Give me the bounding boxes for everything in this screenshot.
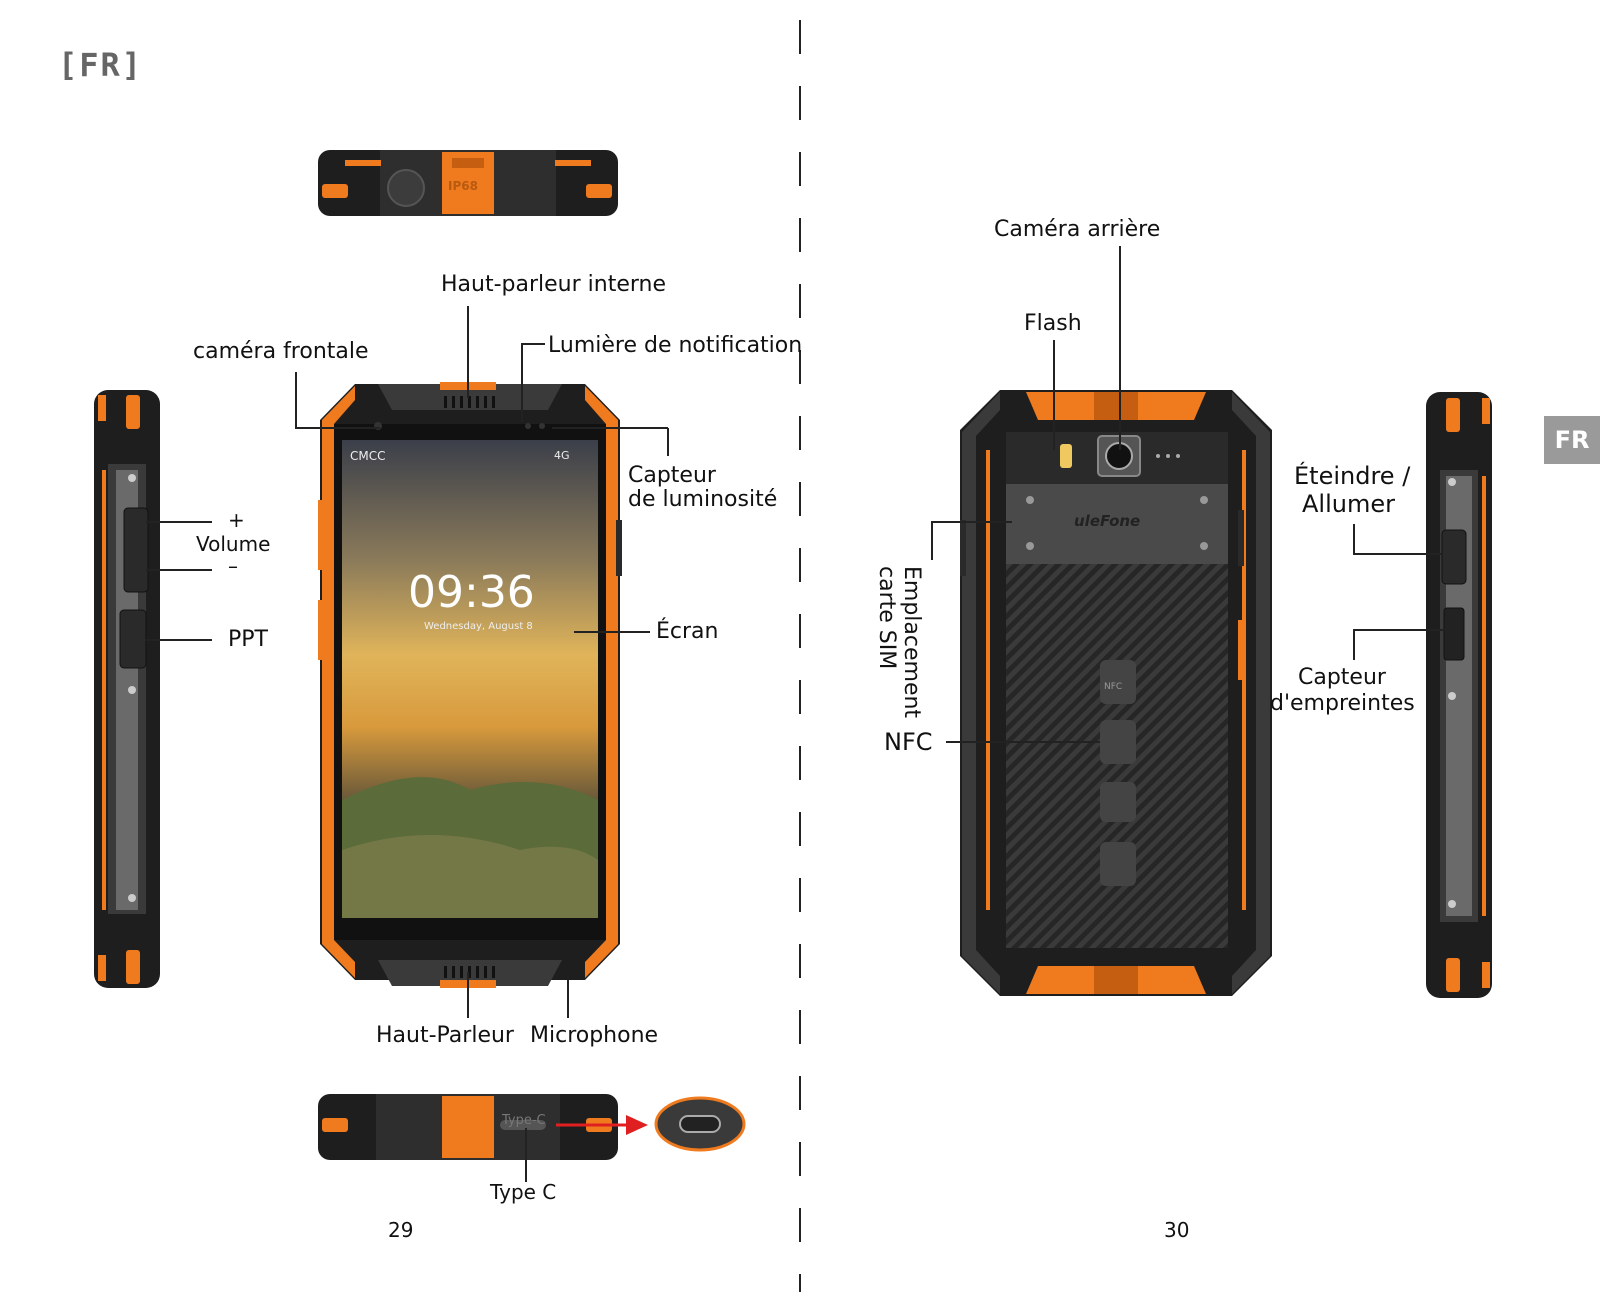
label-usb-type-c: Type C (490, 1182, 556, 1203)
screen-lock-date: Wednesday, August 8 (424, 622, 533, 633)
label-fingerprint-line1: Capteur (1298, 666, 1386, 689)
label-microphone: Microphone (530, 1024, 658, 1047)
phone-left-side-view (94, 390, 160, 988)
label-power-line2: Allumer (1302, 492, 1395, 517)
brand-logo: uleFone (1074, 514, 1140, 530)
label-sim-slot-line1: Emplacement (900, 566, 923, 718)
label-loudspeaker: Haut-Parleur (376, 1024, 514, 1047)
label-light-sensor-line1: Capteur (628, 464, 716, 487)
label-notification-light: Lumière de notification (548, 334, 802, 357)
label-flash: Flash (1024, 312, 1082, 335)
label-power-line1: Éteindre / (1294, 464, 1410, 489)
phone-right-side-view (1426, 392, 1492, 998)
screen-network-indicator: 4G (554, 450, 570, 462)
label-rear-camera: Caméra arrière (994, 218, 1160, 241)
label-ptt-button: PPT (228, 628, 268, 651)
phone-front-view (318, 382, 622, 988)
label-volume-minus: – (228, 556, 238, 577)
screen-carrier: CMCC (350, 450, 386, 463)
phone-back-view (960, 390, 1272, 996)
bottom-edge-marking: Type-C (502, 1114, 546, 1128)
label-earpiece: Haut-parleur interne (441, 273, 666, 296)
nfc-badge: NFC (1104, 683, 1122, 692)
label-fingerprint-line2: d'empreintes (1270, 692, 1415, 715)
label-sim-slot-line2: carte SIM (875, 566, 898, 669)
label-nfc: NFC (884, 730, 933, 755)
label-front-camera: caméra frontale (193, 340, 369, 363)
label-light-sensor-line2: de luminosité (628, 488, 777, 511)
top-edge-marking: IP68 (448, 180, 478, 193)
label-volume: Volume (196, 534, 270, 555)
screen-lock-time: 09:36 (408, 570, 535, 616)
label-volume-plus: + (228, 510, 245, 531)
label-screen: Écran (656, 620, 718, 643)
